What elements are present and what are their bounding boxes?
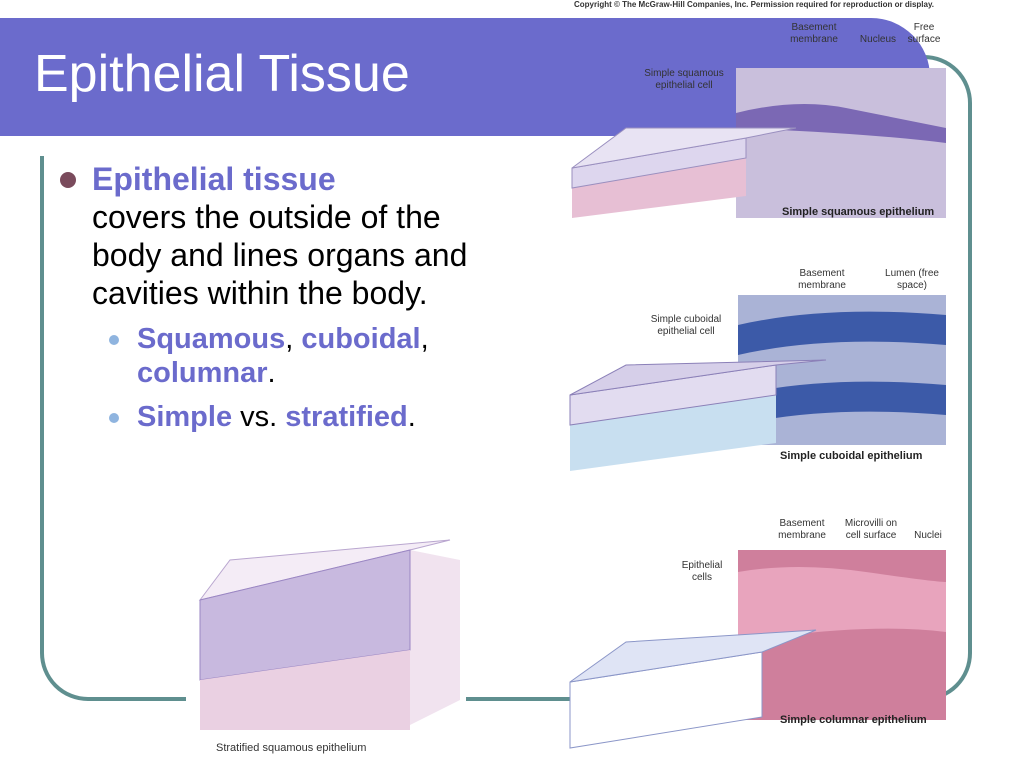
- squamous-figure: [571, 68, 946, 218]
- sub-bullet-keyword: Squamous: [137, 323, 286, 355]
- bullet-highlight: Epithelial tissue: [92, 161, 336, 197]
- sub-bullet-keyword: columnar: [137, 357, 268, 389]
- label-cu-basement: Basement membrane: [798, 268, 846, 291]
- stratified-figure: [198, 539, 460, 730]
- label-co-nuclei: Nuclei: [914, 530, 942, 541]
- label-sq-nucleus: Nucleus: [859, 34, 897, 45]
- columnar-figure: [569, 550, 946, 749]
- label-sq-cell: Simple squamous epithelial cell: [644, 68, 724, 91]
- caption-columnar: Simple columnar epithelium: [780, 714, 927, 726]
- label-sq-free: Free surface: [907, 22, 941, 45]
- sub-bullet-keyword: Simple: [137, 401, 233, 433]
- caption-stratified: Stratified squamous epithelium: [216, 742, 367, 754]
- bullet-text: covers the outside of the body and lines…: [92, 199, 468, 311]
- sub-bullet-dot: [109, 413, 119, 423]
- sub-bullet-text: .: [267, 357, 276, 389]
- label-co-cells: Epithelial cells: [681, 560, 723, 583]
- label-cu-lumen: Lumen (free space): [885, 268, 939, 291]
- bullet-dot: [60, 172, 76, 188]
- sub-bullet: Squamous, cuboidal, columnar.: [60, 322, 540, 390]
- label-co-microvilli: Microvilli on cell surface: [844, 518, 898, 541]
- sub-bullet-text: ,: [420, 323, 429, 355]
- label-co-basement: Basement membrane: [778, 518, 826, 541]
- label-cu-cell: Simple cuboidal epithelial cell: [650, 314, 722, 337]
- sub-bullet-dot: [109, 335, 119, 345]
- sub-bullet-text: vs.: [232, 401, 286, 433]
- sub-bullet-keyword: cuboidal: [301, 323, 421, 355]
- sub-bullet-keyword: stratified: [285, 401, 408, 433]
- bullet-main: Epithelial tissue covers the outside of …: [60, 160, 540, 312]
- label-sq-basement: Basement membrane: [790, 22, 838, 45]
- sub-bullet-text: .: [407, 401, 416, 433]
- slide-title: Epithelial Tissue: [34, 45, 410, 103]
- copyright-text: Copyright © The McGraw-Hill Companies, I…: [574, 0, 935, 9]
- slide-content: Epithelial tissue covers the outside of …: [60, 160, 540, 434]
- cuboidal-figure: [569, 295, 946, 471]
- title-underline: [0, 136, 565, 156]
- sub-bullet: Simple vs. stratified.: [60, 400, 540, 434]
- caption-squamous: Simple squamous epithelium: [782, 206, 935, 218]
- caption-cuboidal: Simple cuboidal epithelium: [780, 450, 923, 462]
- sub-bullet-text: ,: [285, 323, 302, 355]
